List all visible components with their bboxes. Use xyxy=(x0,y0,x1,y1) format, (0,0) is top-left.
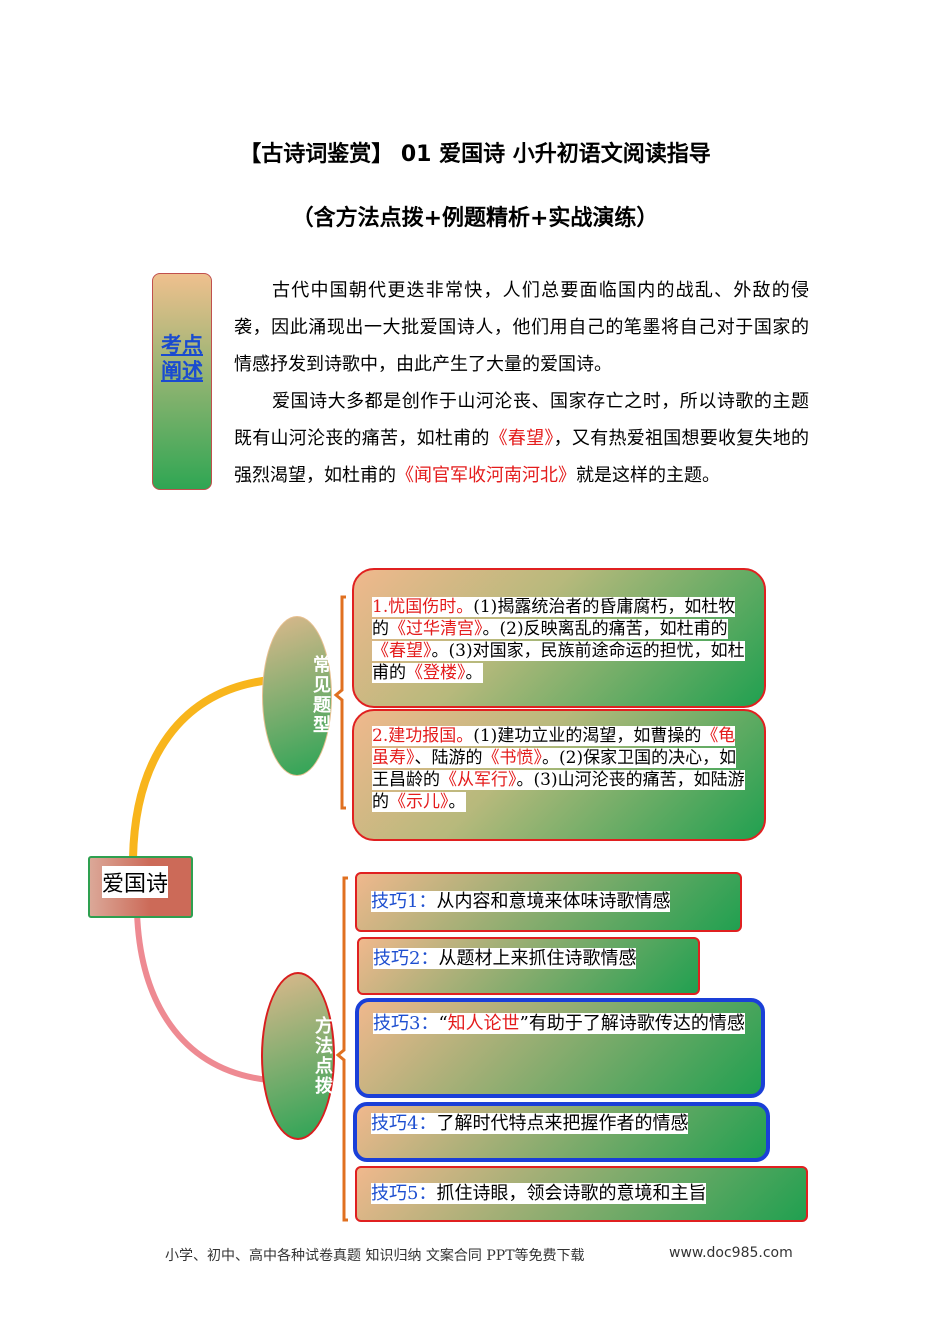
doc-subtitle: （含方法点拨+例题精析+实战演练） xyxy=(291,206,659,231)
tip-5: 技巧5：抓住诗眼，领会诗歌的意境和主旨 xyxy=(355,1166,808,1222)
section-tag: 考点阐述 xyxy=(152,273,212,490)
footer-text: 小学、初中、高中各种试卷真题 知识归纳 文案合同 PPT等免费下载 xyxy=(165,1248,585,1264)
type-1-box: 1.忧国伤时。(1)揭露统治者的昏庸腐朽，如杜牧的《过华清宫》。(2)反映离乱的… xyxy=(352,568,766,708)
branch-methods: 方法点拨 xyxy=(261,972,335,1140)
tip-2: 技巧2：从题材上来抓住诗歌情感 xyxy=(357,937,700,995)
brace-types xyxy=(333,595,346,810)
connector-branch1 xyxy=(129,676,274,862)
brace-tips xyxy=(335,876,348,1222)
intro-paragraph-1: 古代中国朝代更迭非常快，人们总要面临国内的战乱、外敌的侵袭，因此涌现出一大批爱国… xyxy=(234,280,809,375)
intro-paragraph-2: 爱国诗大多都是创作于山河沦丧、国家存亡之时，所以诗歌的主题既有山河沦丧的痛苦，如… xyxy=(234,391,810,486)
connector-branch2 xyxy=(134,909,271,1083)
tip-3: 技巧3：“知人论世”有助于了解诗歌传达的情感 xyxy=(355,998,765,1098)
doc-title: 【古诗词鉴赏】 01 爱国诗 小升初语文阅读指导 xyxy=(239,142,711,167)
type-2-box: 2.建功报国。(1)建功立业的渴望，如曹操的《龟虽寿》、陆游的《书愤》。(2)保… xyxy=(352,709,766,841)
root-node: 爱国诗 xyxy=(88,856,193,918)
branch-common-types: 常见题型 xyxy=(262,616,332,776)
tip-4: 技巧4：了解时代特点来把握作者的情感 xyxy=(353,1102,770,1162)
tip-1: 技巧1：从内容和意境来体味诗歌情感 xyxy=(355,872,742,932)
footer-link[interactable]: www.doc985.com xyxy=(669,1245,793,1261)
